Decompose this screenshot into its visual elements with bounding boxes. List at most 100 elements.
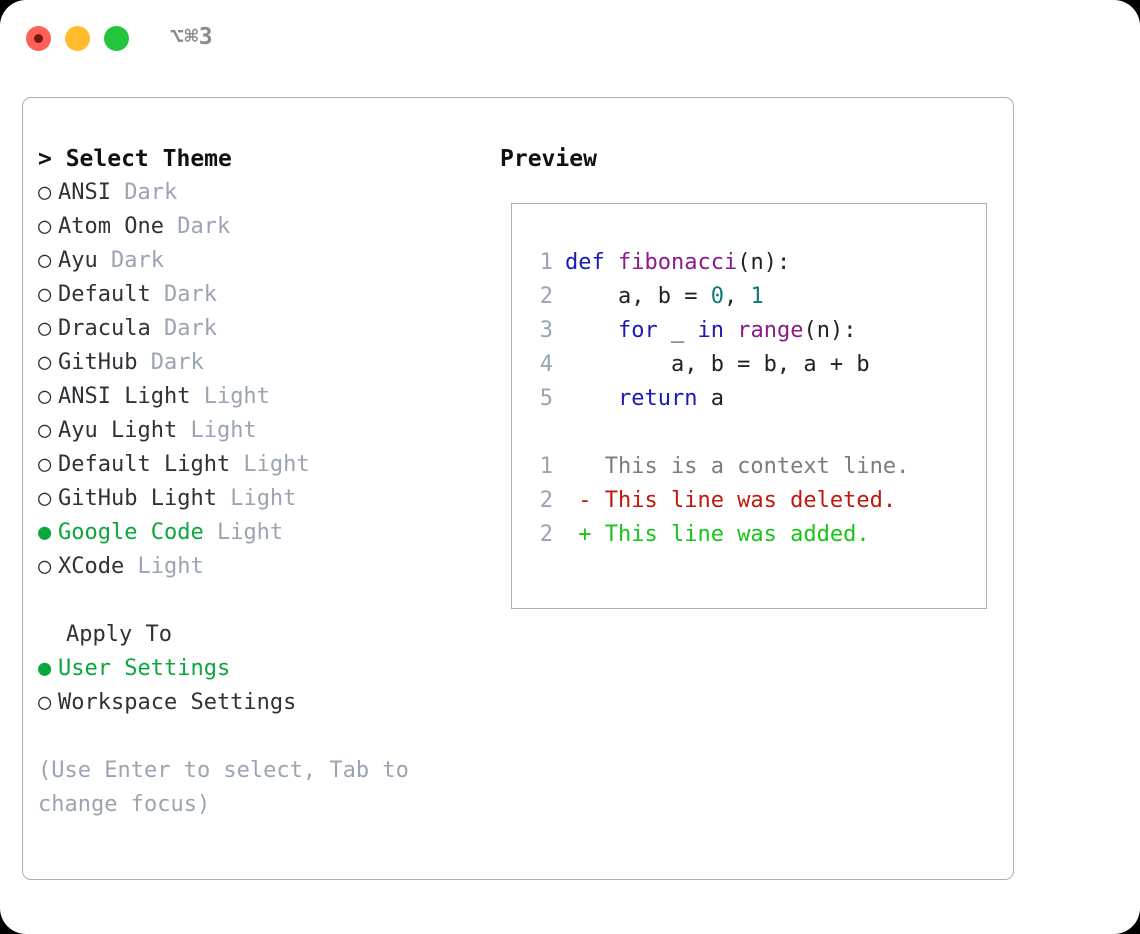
theme-option-label: Atom One: [58, 214, 164, 239]
radio-unselected-icon: ○: [38, 486, 52, 511]
apply-to-heading: Apply To: [66, 622, 172, 647]
maximize-button[interactable]: [104, 26, 129, 51]
code-token-fn: fibonacci: [617, 250, 738, 275]
theme-option-label: Google Code: [58, 520, 204, 545]
diff-line-number: 2: [539, 488, 553, 513]
theme-option-google-code[interactable]: ●Google Code Light: [38, 516, 498, 550]
theme-option-ayu[interactable]: ○Ayu Dark: [38, 244, 498, 278]
radio-unselected-icon: ○: [38, 418, 52, 443]
diff-line-del: 2 - This line was deleted.: [531, 484, 909, 518]
theme-option-github[interactable]: ○GitHub Dark: [38, 346, 498, 380]
main-panel: > Select Theme ○ANSI Dark○Atom One Dark○…: [22, 97, 1014, 880]
diff-line-text: - This line was deleted.: [565, 488, 897, 513]
theme-variant-tag: Dark: [97, 248, 164, 273]
radio-unselected-icon: ○: [38, 384, 52, 409]
theme-option-label: Default Light: [58, 452, 231, 477]
code-token-id: [565, 318, 618, 343]
theme-option-default-light[interactable]: ○Default Light Light: [38, 448, 498, 482]
radio-unselected-icon: ○: [38, 214, 52, 239]
theme-variant-tag: Light: [216, 486, 297, 511]
code-line-number: 2: [539, 284, 553, 309]
diff-line-add: 2 + This line was added.: [531, 518, 909, 552]
close-button[interactable]: [26, 26, 51, 51]
radio-unselected-icon: ○: [38, 452, 52, 477]
traffic-lights: [26, 26, 129, 51]
apply-to-option-label: Workspace Settings: [58, 690, 297, 715]
theme-variant-tag: Dark: [110, 180, 178, 205]
code-line: 2 a, b = 0, 1: [531, 280, 909, 314]
radio-unselected-icon: ○: [38, 316, 52, 341]
theme-option-label: XCode: [58, 554, 125, 579]
theme-option-label: Ayu: [58, 248, 98, 273]
code-token-id: a, b =: [565, 284, 711, 309]
diff-line-text: This is a context line.: [565, 454, 910, 479]
radio-selected-icon: ●: [38, 656, 52, 681]
theme-variant-tag: Dark: [150, 282, 217, 307]
theme-option-label: ANSI: [58, 180, 111, 205]
list-gap: [38, 584, 498, 618]
diff-line-text: + This line was added.: [565, 522, 870, 547]
apply-to-option-list[interactable]: ●User Settings○Workspace Settings: [38, 652, 498, 720]
radio-unselected-icon: ○: [38, 554, 52, 579]
theme-option-label: Ayu Light: [58, 418, 178, 443]
minimize-button[interactable]: [65, 26, 90, 51]
theme-option-label: GitHub Light: [58, 486, 217, 511]
code-token-kw: for: [617, 318, 658, 343]
theme-option-default[interactable]: ○Default Dark: [38, 278, 498, 312]
apply-to-option-label: User Settings: [58, 656, 231, 681]
apply-to-option-workspace-settings[interactable]: ○Workspace Settings: [38, 686, 498, 720]
code-line-number: 1: [539, 250, 553, 275]
theme-option-github-light[interactable]: ○GitHub Light Light: [38, 482, 498, 516]
theme-variant-tag: Light: [177, 418, 257, 443]
code-token-kw: in: [697, 318, 724, 343]
theme-variant-tag: Dark: [163, 214, 231, 239]
theme-option-ayu-light[interactable]: ○Ayu Light Light: [38, 414, 498, 448]
radio-unselected-icon: ○: [38, 180, 52, 205]
code-token-kw: return: [617, 386, 698, 411]
keyboard-hint-text: (Use Enter to select, Tab to change focu…: [38, 758, 409, 817]
theme-variant-tag: Dark: [150, 316, 217, 341]
apply-to-option-user-settings[interactable]: ●User Settings: [38, 652, 498, 686]
code-token-id: a: [697, 386, 724, 411]
code-line: 3 for _ in range(n):: [531, 314, 909, 348]
theme-option-label: GitHub: [58, 350, 138, 375]
theme-option-label: ANSI Light: [58, 384, 191, 409]
code-token-id: ,: [723, 284, 751, 309]
theme-option-ansi[interactable]: ○ANSI Dark: [38, 176, 498, 210]
theme-option-atom-one[interactable]: ○Atom One Dark: [38, 210, 498, 244]
code-token-id: [724, 318, 737, 343]
radio-unselected-icon: ○: [38, 690, 52, 715]
radio-unselected-icon: ○: [38, 282, 52, 307]
select-theme-heading: > Select Theme: [38, 146, 232, 172]
code-line: 4 a, b = b, a + b: [531, 348, 909, 382]
theme-variant-tag: Dark: [137, 350, 204, 375]
hint-gap: [38, 720, 498, 754]
diff-line-number: 1: [539, 454, 553, 479]
code-token-num: 0: [710, 284, 724, 309]
radio-unselected-icon: ○: [38, 350, 52, 375]
code-line-number: 5: [539, 386, 553, 411]
theme-option-ansi-light[interactable]: ○ANSI Light Light: [38, 380, 498, 414]
diff-line-number: 2: [539, 522, 553, 547]
radio-selected-icon: ●: [38, 520, 52, 545]
theme-option-dracula[interactable]: ○Dracula Dark: [38, 312, 498, 346]
theme-option-label: Default: [58, 282, 151, 307]
title-bar: ⌥⌘3: [0, 0, 1140, 78]
theme-option-label: Dracula: [58, 316, 151, 341]
theme-variant-tag: Light: [230, 452, 310, 477]
code-token-fn: range: [737, 318, 804, 343]
radio-unselected-icon: ○: [38, 248, 52, 273]
theme-variant-tag: Light: [190, 384, 270, 409]
code-token-id: (n):: [803, 318, 857, 343]
code-token-id: (n):: [737, 250, 791, 275]
code-line-number: 4: [539, 352, 553, 377]
code-line: 5 return a: [531, 382, 909, 416]
preview-heading: Preview: [500, 146, 597, 172]
code-token-id: a, b = b, a + b: [565, 352, 870, 377]
theme-option-xcode[interactable]: ○XCode Light: [38, 550, 498, 584]
theme-option-list[interactable]: ○ANSI Dark○Atom One Dark○Ayu Dark○Defaul…: [38, 176, 498, 584]
code-line-number: 3: [539, 318, 553, 343]
